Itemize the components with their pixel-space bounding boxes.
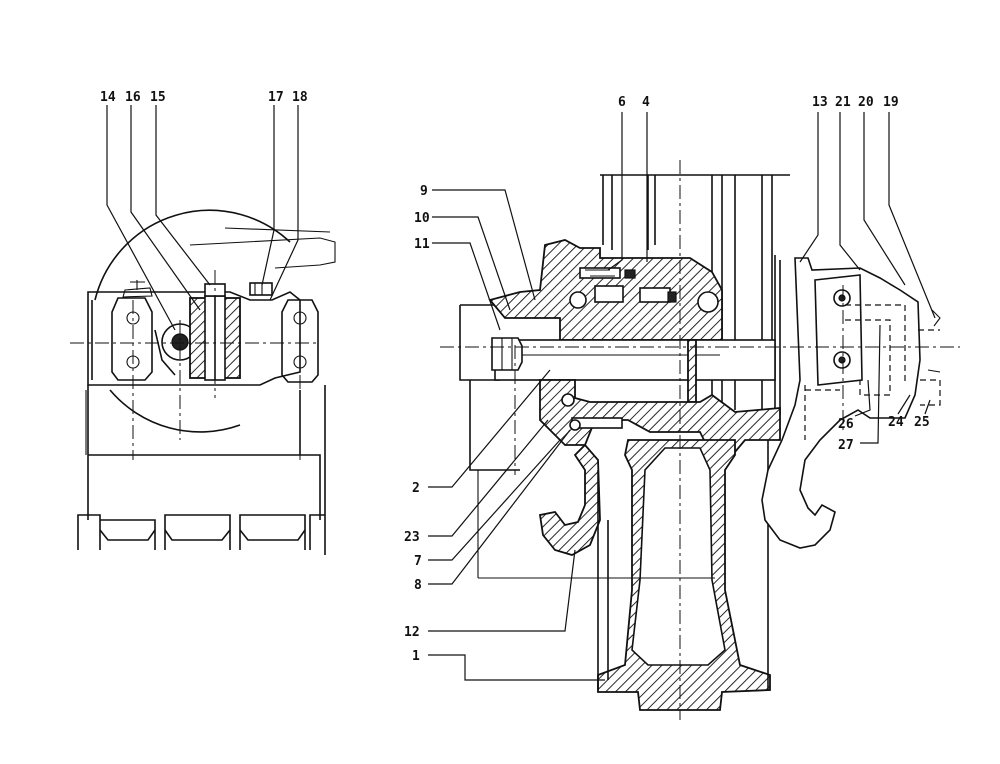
callout-label: 4 [642,95,650,110]
callout-label: 23 [404,530,420,545]
callout-label: 14 [100,90,116,105]
left-view: 14 16 15 17 18 [70,90,336,555]
post-opening [631,447,726,666]
callout-label: 10 [414,211,430,226]
callout-label: 9 [420,184,428,199]
left-lower-frame [87,385,321,520]
main-shaft [494,339,776,381]
callout-label: 15 [150,90,166,105]
callout-label: 21 [835,95,851,110]
right-view: 6 4 13 21 20 19 9 10 11 2 23 7 8 12 1 26… [404,95,960,720]
left-hook [538,443,601,556]
callout-label: 8 [414,578,422,593]
callout-label: 11 [414,237,430,252]
callout-label: 6 [618,95,626,110]
callout-label: 7 [414,554,422,569]
callout-label: 12 [404,625,420,640]
callout-label: 27 [838,438,854,453]
callout-label: 16 [125,90,141,105]
callout-label: 17 [268,90,284,105]
callout-label: 19 [883,95,899,110]
callout-label: 1 [412,649,420,664]
callout-label: 2 [412,481,420,496]
comb-teeth [77,514,325,550]
callout-label: 24 [888,415,904,430]
callout-label: 20 [858,95,874,110]
callout-label: 13 [812,95,828,110]
callout-label: 18 [292,90,308,105]
left-housing-circle [94,209,291,301]
bolt-head-17 [249,282,273,296]
callout-label: 26 [838,417,854,432]
callout-label: 25 [914,415,930,430]
lock-washer-14 [122,287,153,298]
